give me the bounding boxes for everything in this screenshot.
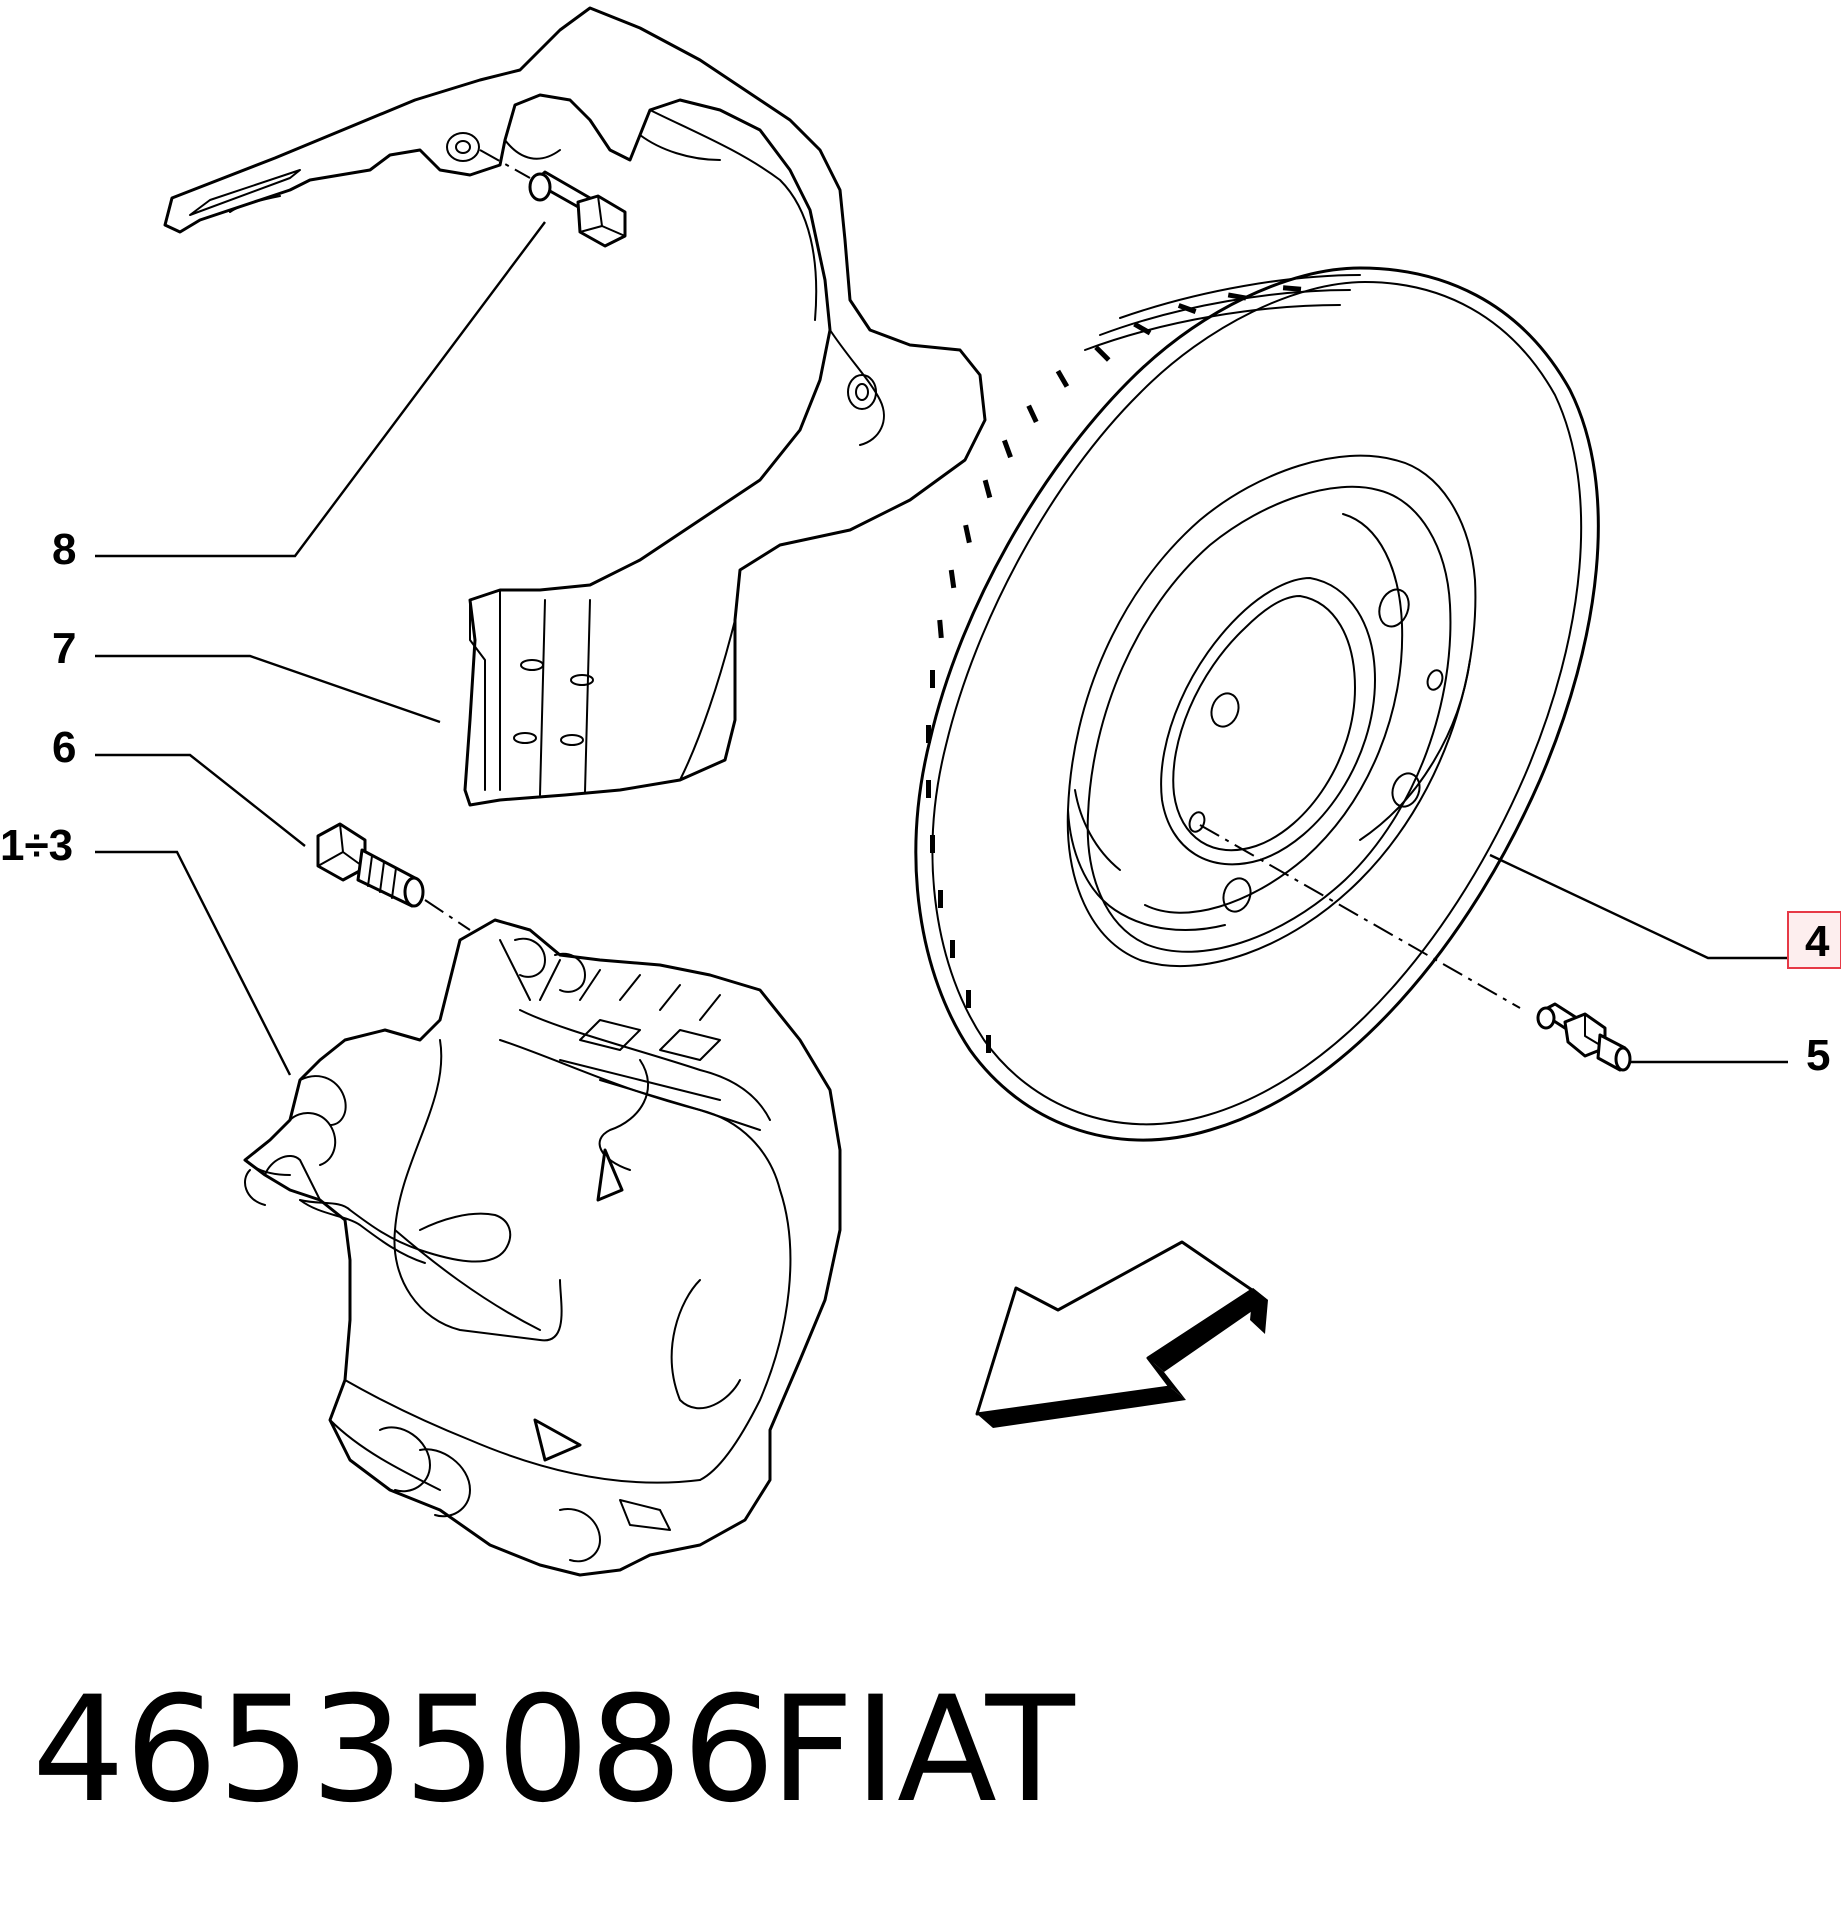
callout-4-highlight xyxy=(1787,911,1841,969)
disc-vent-slots xyxy=(926,285,1302,1053)
callout-8: 8 xyxy=(52,525,76,574)
bolt-part-8 xyxy=(479,149,627,248)
leader-lines xyxy=(95,221,1788,1076)
leader-1-3 xyxy=(95,850,292,1076)
direction-arrow xyxy=(975,1240,1268,1428)
callout-4: 4 xyxy=(1805,917,1830,966)
bolt-part-6 xyxy=(316,822,471,931)
callout-5: 5 xyxy=(1806,1031,1830,1080)
leader-8 xyxy=(95,221,546,558)
disc-bolt-holes xyxy=(1188,588,1444,913)
brake-disc-part-4 xyxy=(914,266,1600,1142)
leader-6 xyxy=(95,753,306,847)
dust-shield-part-7 xyxy=(163,6,987,807)
callout-labels: 8 7 6 1÷3 4 5 xyxy=(0,525,1841,1080)
leader-7 xyxy=(95,654,441,724)
brake-caliper-part-1-3 xyxy=(243,918,842,1577)
callout-1-3: 1÷3 xyxy=(0,821,73,870)
part-number: 46535086 xyxy=(32,1665,775,1835)
callout-6: 6 xyxy=(52,723,76,772)
footer-caption: 46535086 FIAT xyxy=(32,1665,1076,1835)
leader-4 xyxy=(1489,853,1787,960)
callout-7: 7 xyxy=(52,624,76,673)
screw-part-5 xyxy=(1536,1002,1632,1072)
brand-name: FIAT xyxy=(770,1665,1076,1835)
